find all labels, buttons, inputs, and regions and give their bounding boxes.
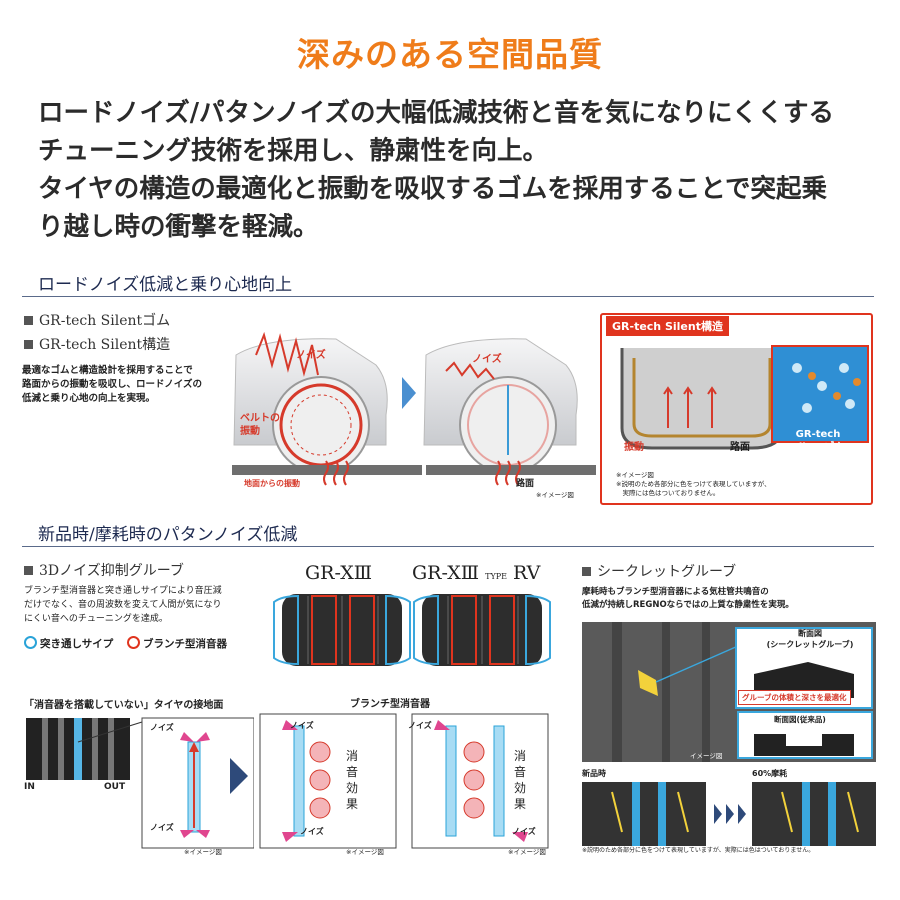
cross-section-title: 断面図(シークレットグルーブ) (766, 629, 854, 649)
muffling-effect-label-2: 消音効果 (514, 749, 527, 811)
car-after (423, 338, 596, 475)
contact-noise-top: ノイズ (150, 723, 174, 732)
image-note: ※イメージ図 (536, 491, 574, 499)
panel-notes: ※イメージ図※説明のため各部分に色をつけて表現していますが、 実際には色はついて… (616, 471, 771, 497)
panel-tag: GR-tech Silent構造 (606, 316, 729, 336)
lead-line: チューニング技術を採用し、静粛性を向上。 (38, 136, 549, 166)
bullet-silent-structure: GR-tech Silent構造 (24, 334, 170, 354)
branch-noise-top-2: ノイズ (408, 721, 432, 730)
page-title: 深みのある空間品質 (297, 35, 603, 74)
secret-image-note: イメージ図 (690, 752, 723, 760)
arrow-right-icon (402, 377, 416, 409)
branch-image-note-2: ※イメージ図 (508, 848, 546, 856)
cross-section-old: 断面図(従来品) (774, 715, 826, 724)
branch-image-note-1: ※イメージ図 (346, 848, 384, 856)
secret-groove-description: 摩耗時もブランチ型消音器による気柱管共鳴音の低減が持続しREGNOならではの上質… (582, 587, 794, 610)
cross-section-tag: グルーブの体積と深さを最適化 (738, 690, 851, 705)
muffling-effect-label-1: 消音効果 (346, 749, 359, 811)
branch-noise-bottom-2: ノイズ (512, 827, 536, 836)
contact-patch-diagram (26, 717, 254, 849)
branch-heading: ブランチ型消音器 (350, 699, 430, 710)
belt-vibration-label: ベルトの振動 (240, 413, 280, 437)
tire-cross-section (620, 345, 869, 450)
out-label: OUT (104, 782, 126, 792)
in-label: IN (24, 782, 35, 792)
section2-divider (22, 546, 874, 547)
section2-heading: 新品時/摩耗時のパタンノイズ低減 (38, 525, 298, 545)
lead-line: タイヤの構造の最適化と振動を吸収するゴムを採用することで突起乗 (38, 174, 827, 204)
tire-name-grx3-rv: GR-XⅢ TYPE RV (412, 562, 541, 584)
lead-text: ロードノイズ/パタンノイズの大幅低減技術と音を気になりにくくする チューニング技… (38, 94, 868, 246)
secret-footnote: ※説明のため各部分に色をつけて表現していますが、実際には色はついておりません。 (582, 847, 815, 854)
panel-vibration-label: 振動 (624, 442, 644, 453)
bullet-silent-rubber: GR-tech Silentゴム (24, 310, 170, 330)
branch-noise-bottom-1: ノイズ (300, 827, 324, 836)
tire-name-grx3: GR-XⅢ (305, 562, 373, 584)
road-noise-illustration (232, 331, 596, 486)
lead-line: り越し時の衝撃を軽減。 (38, 212, 319, 242)
tread-patterns (273, 594, 551, 666)
branch-noise-top-1: ノイズ (290, 721, 314, 730)
groove-legend: 突き通しサイプ ブランチ型消音器 (24, 636, 227, 651)
section1-description: 最適なゴムと構造設計を採用することで 路面からの振動を吸収し、ロードノイズの 低… (22, 365, 203, 404)
contact-patch-heading: 「消音器を搭載していない」タイヤの接地面 (24, 700, 224, 711)
road-label: 路面 (516, 479, 535, 489)
bullet-secret-groove: シークレットグルーブ (582, 561, 736, 581)
car-before (232, 331, 422, 475)
arrow-right-icon (230, 758, 248, 794)
lead-line: ロードノイズ/パタンノイズの大幅低減技術と音を気になりにくくする (38, 98, 834, 128)
secret-groove-diagram (582, 622, 876, 846)
section1-heading: ロードノイズ低減と乗り心地向上 (38, 275, 293, 295)
contact-image-note: ※イメージ図 (184, 848, 222, 856)
3d-groove-description: ブランチ型消音器と突き通しサイプにより音圧減だけでなく、音の周波数を変えて人間が… (24, 586, 222, 624)
panel-road-label: 路面 (730, 442, 750, 453)
contact-noise-bottom: ノイズ (150, 823, 174, 832)
noise-label-after: ノイズ (472, 354, 502, 365)
section1-divider (22, 296, 874, 297)
ground-vibration-label: 地面からの振動 (244, 479, 300, 488)
new-label: 新品時 (582, 769, 606, 778)
worn-label: 60%摩耗 (752, 769, 788, 778)
branch-muffler-diagram (259, 713, 549, 849)
noise-label-before: ノイズ (296, 350, 326, 361)
bullet-3d-groove: 3Dノイズ抑制グルーブ (24, 560, 184, 580)
